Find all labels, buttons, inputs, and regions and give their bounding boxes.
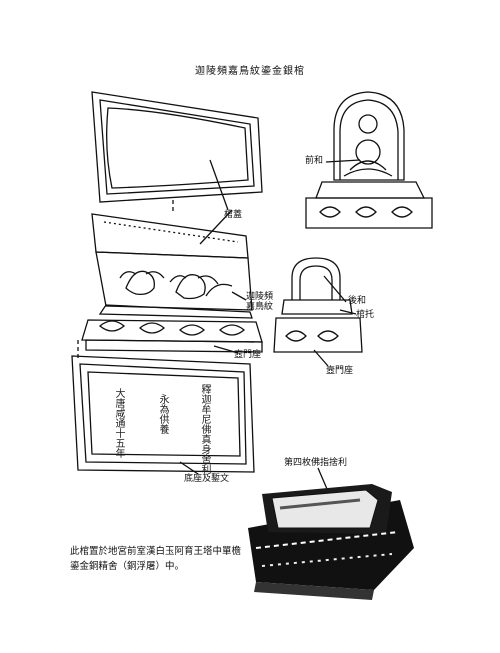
caption: 此棺置於地宮前室漢白玉阿育王塔中單檐鎏金銅精舍（銅浮屠）中。 <box>70 546 242 572</box>
coffin-side-view <box>81 213 263 353</box>
back-end-view <box>273 257 363 353</box>
label-base-inscription: 底座及鏨文 <box>184 474 230 484</box>
label-back: 後和 <box>348 296 367 306</box>
label-fourth-relic: 第四枚佛指捨利 <box>284 458 348 468</box>
inscription-column-3: 大唐咸通十五年 <box>113 388 124 458</box>
lid-top-view <box>91 91 263 203</box>
relic-coffin-photo <box>248 484 414 600</box>
inscription-column-1: 釋迦牟尼佛真身舍利 <box>199 384 210 474</box>
label-lid: 棺蓋 <box>224 210 243 220</box>
label-kalavinka: 迦陵頻 嘉鳥紋 <box>246 292 274 312</box>
label-coffin-support: 棺托 <box>356 310 375 320</box>
inscription-column-2: 永為供養 <box>157 394 168 434</box>
diagram-title: 迦陵頻嘉鳥紋鎏金銀棺 <box>195 66 305 77</box>
base-top-view <box>71 355 255 473</box>
label-door-base-right: 壼門座 <box>326 366 354 376</box>
label-door-base-left: 壼門座 <box>234 350 262 360</box>
front-end-view <box>305 91 433 229</box>
label-front: 前和 <box>305 156 324 166</box>
